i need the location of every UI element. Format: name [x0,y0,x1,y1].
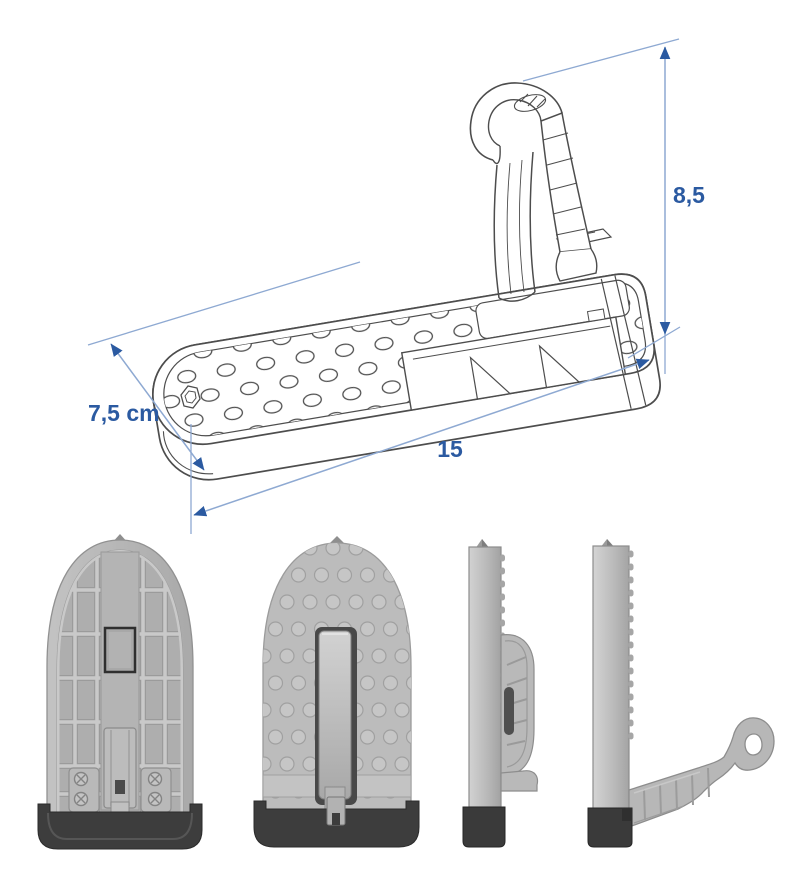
step-plate-drawing [152,273,661,481]
product-view-side-extended [578,537,780,852]
dimension-drawing: 8,5 7,5 cm 15 [87,38,705,534]
rubber-end-cap [587,807,633,848]
screws [73,771,163,807]
hook-tip-peek [329,536,345,544]
hook-curl-outer [469,82,563,161]
depth-label: 7,5 cm [88,400,160,426]
hook-tip [492,145,501,165]
product-view-side-folded [455,537,547,849]
arm-ribs [643,767,710,821]
length-label: 15 [437,436,463,462]
cap-notch [622,808,632,821]
top-view-image [253,536,420,848]
rubber-end-cap [37,803,203,850]
height-label: 8,5 [673,182,705,208]
extended-hook-arm [628,717,775,828]
step-edge-bar [592,545,630,811]
dimension-height: 8,5 [522,38,705,374]
step-edge-bar [468,546,502,808]
hook-drawing [469,82,613,302]
dimension-length: 15 [190,358,650,534]
folded-hook-profile [500,634,539,792]
bottom-view-image [37,534,203,850]
side-view-extended-image [587,539,775,848]
hook-curl-inner [487,99,542,147]
hook-front-arm [493,151,536,302]
folded-hook-bar [318,630,352,800]
product-view-top-folded [253,535,421,855]
dimension-depth: 7,5 cm [87,261,361,471]
hook-grip [513,93,547,112]
side-view-folded-image [462,539,539,848]
product-view-bottom [35,532,205,857]
rubber-end-cap [462,806,506,848]
latch-slider [103,727,137,817]
hook-slot [504,687,514,735]
latch-tab [326,796,346,826]
